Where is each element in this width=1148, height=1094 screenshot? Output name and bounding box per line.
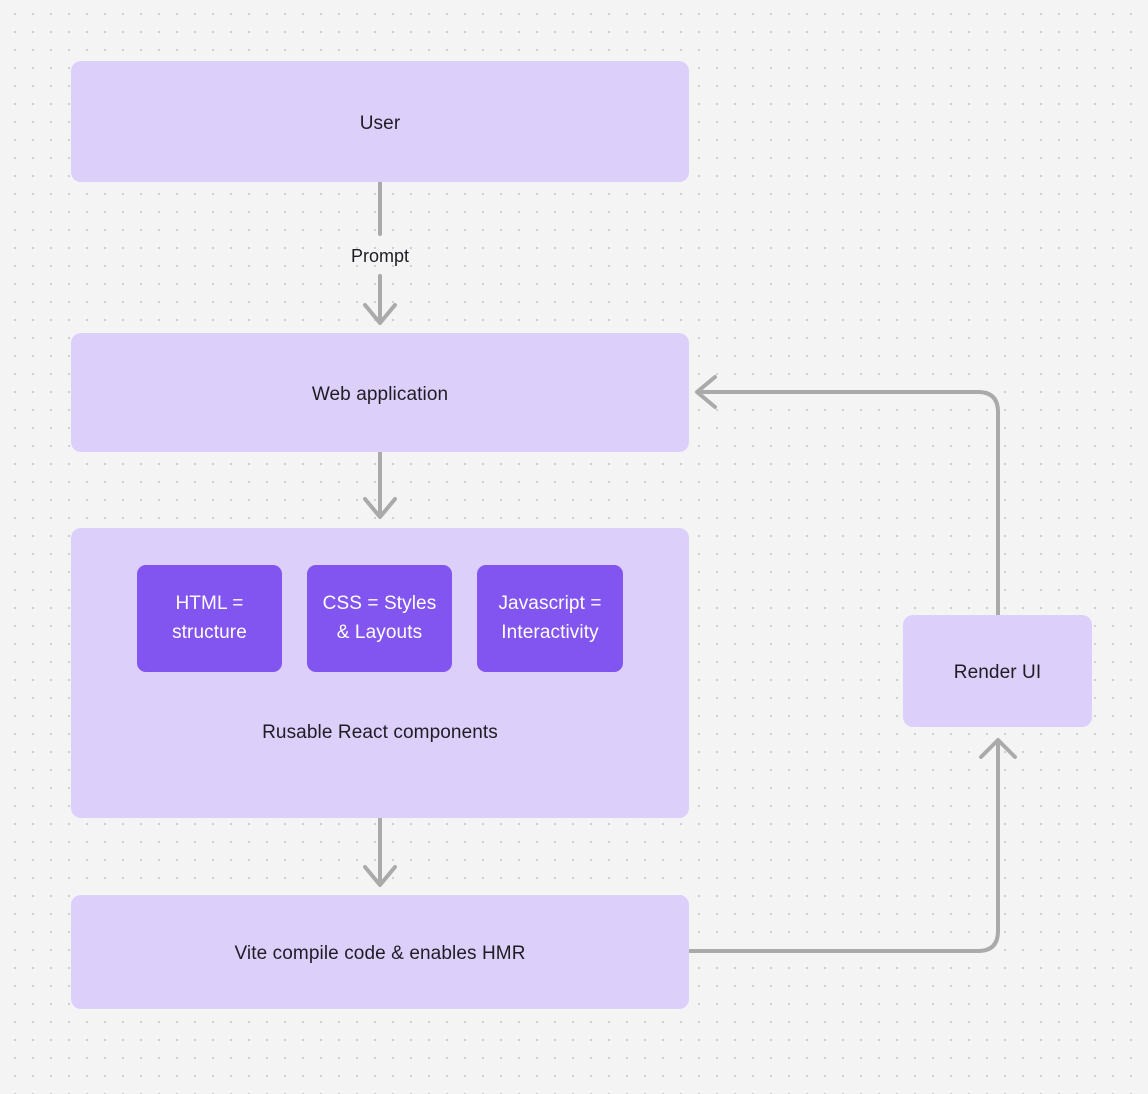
- node-web-application[interactable]: Web application: [71, 333, 689, 452]
- node-vite-label: Vite compile code & enables HMR: [234, 943, 526, 964]
- arrowhead-webapp-to-components: [363, 497, 397, 519]
- chip-css-line2: & Layouts: [336, 621, 423, 643]
- arrowhead-prompt-to-webapp: [363, 303, 397, 325]
- chip-html[interactable]: HTML = structure: [137, 565, 282, 672]
- node-render-ui-label: Render UI: [953, 662, 1042, 683]
- chip-css[interactable]: CSS = Styles & Layouts: [307, 565, 452, 672]
- edge-renderui-to-webapp: [698, 390, 1000, 617]
- chip-css-line1: CSS = Styles: [322, 593, 437, 614]
- node-user[interactable]: User: [71, 61, 689, 182]
- arrowhead-vite-to-renderui: [979, 738, 1017, 759]
- chip-css-label: CSS = Styles & Layouts: [317, 590, 443, 647]
- node-components-group[interactable]: HTML = structure CSS = Styles & Layouts …: [71, 528, 689, 818]
- node-web-application-label: Web application: [311, 384, 449, 405]
- node-user-label: User: [359, 113, 401, 134]
- chip-html-label: HTML = structure: [166, 590, 253, 647]
- chip-javascript-label: Javascript = Interactivity: [492, 590, 607, 647]
- arrowhead-components-to-vite: [363, 865, 397, 887]
- chip-html-line2: structure: [172, 621, 247, 643]
- node-vite[interactable]: Vite compile code & enables HMR: [71, 895, 689, 1009]
- chip-html-line1: HTML =: [175, 593, 244, 614]
- edge-vite-to-renderui: [688, 740, 1000, 953]
- node-render-ui[interactable]: Render UI: [903, 615, 1092, 727]
- edge-label-prompt: Prompt: [350, 246, 410, 266]
- chip-javascript-line1: Javascript =: [498, 593, 602, 614]
- chip-javascript-line2: Interactivity: [501, 621, 599, 643]
- chip-javascript[interactable]: Javascript = Interactivity: [477, 565, 623, 672]
- node-components-group-label: Rusable React components: [262, 722, 498, 743]
- arrowhead-renderui-to-webapp: [695, 375, 717, 409]
